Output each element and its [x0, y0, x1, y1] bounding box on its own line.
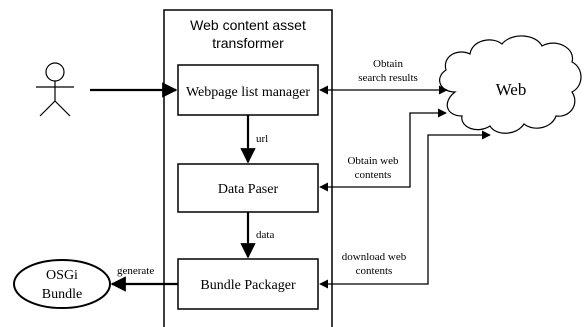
- data-label: data: [256, 229, 274, 241]
- bundle-packager-box: [177, 258, 319, 310]
- osgi-bundle-line2: Bundle: [42, 287, 82, 302]
- download-contents-label-line1: download web: [342, 251, 407, 263]
- web-cloud-icon: [439, 35, 582, 134]
- osgi-bundle-ellipse: [13, 259, 111, 309]
- download-contents-label-line2: contents: [356, 265, 393, 277]
- bundle-packager-label: Bundle Packager: [200, 278, 296, 293]
- user-actor-icon: [36, 62, 74, 117]
- container-title-line1: Web content asset: [190, 17, 306, 33]
- webpage-list-manager-box: [177, 64, 319, 116]
- search-results-label-line1: Obtain: [373, 58, 403, 70]
- web-contents-label-line1: Obtain web: [347, 155, 399, 167]
- download-contents-arrow: [319, 130, 491, 289]
- web-contents-label-line2: contents: [355, 169, 392, 181]
- url-label: url: [256, 133, 268, 145]
- data-paser-label: Data Paser: [218, 182, 279, 197]
- web-cloud-label: Web: [496, 80, 527, 99]
- search-results-label-line2: search results: [358, 72, 418, 84]
- webpage-list-manager-label: Webpage list manager: [186, 85, 310, 100]
- generate-label: generate: [117, 265, 154, 277]
- container-title-line2: transformer: [212, 35, 284, 51]
- osgi-bundle-line1: OSGi: [46, 268, 78, 283]
